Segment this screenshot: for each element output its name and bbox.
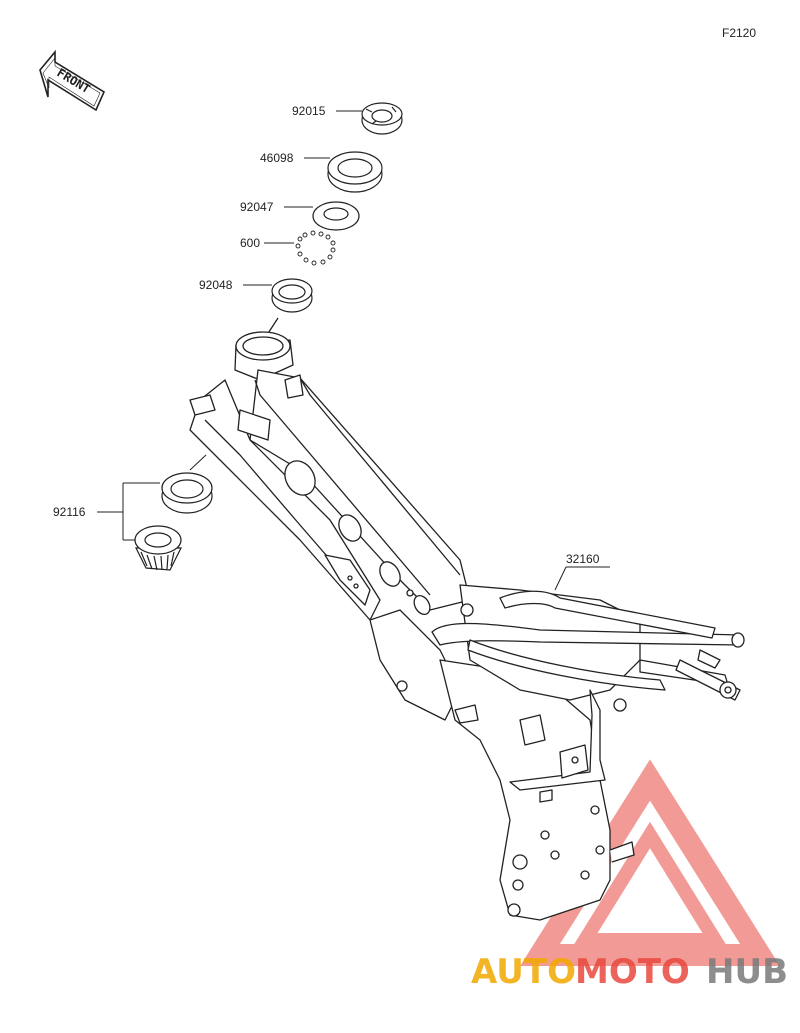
figure-code: F2120 xyxy=(722,26,756,40)
watermark-text: AUTO MOTO HUB xyxy=(471,952,788,992)
part-46098: 46098 xyxy=(260,151,383,193)
frame-drawing xyxy=(189,317,745,921)
part-32160: 32160 xyxy=(554,552,610,591)
watermark-auto: AUTO xyxy=(471,952,576,992)
part-label-92116: 92116 xyxy=(53,505,86,519)
part-label-32160: 32160 xyxy=(566,552,600,566)
front-arrow-icon: FRONT xyxy=(39,49,106,112)
part-label-92048: 92048 xyxy=(199,278,233,292)
part-label-92015: 92015 xyxy=(292,104,326,118)
steel-balls-icon xyxy=(295,230,336,266)
part-label-600: 600 xyxy=(240,236,260,250)
watermark-moto: MOTO xyxy=(575,952,690,992)
part-label-46098: 46098 xyxy=(260,151,294,165)
part-label-92047: 92047 xyxy=(240,200,274,214)
part-92116: 92116 xyxy=(53,454,213,571)
part-92047: 92047 xyxy=(240,200,360,231)
part-92048: 92048 xyxy=(199,278,313,313)
part-92015: 92015 xyxy=(292,102,403,135)
watermark-hub: HUB xyxy=(706,952,788,992)
part-600: 600 xyxy=(240,230,336,266)
